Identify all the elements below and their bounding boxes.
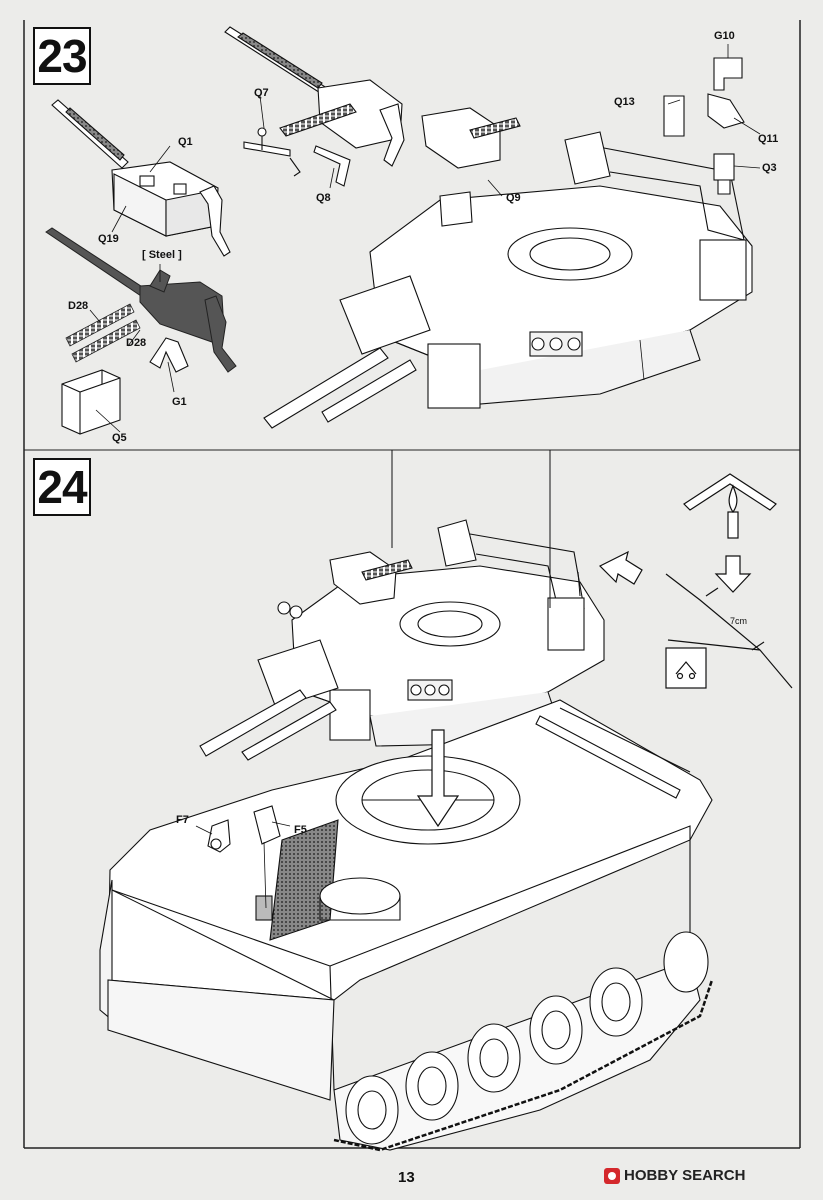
step-23-number: 23 xyxy=(33,27,91,85)
label-steel: [ Steel ] xyxy=(142,249,182,261)
label-q3: Q3 xyxy=(762,162,777,174)
leader-lines-24 xyxy=(195,821,291,909)
stretched-sprue-diagram xyxy=(665,473,793,689)
step-24-number: 24 xyxy=(33,458,91,516)
label-stretch-length: 7cm xyxy=(730,616,748,626)
label-q5: Q5 xyxy=(112,432,127,444)
page-number: 13 xyxy=(398,1169,415,1186)
watermark-logo-icon xyxy=(604,1167,620,1184)
page-frame xyxy=(23,20,801,1149)
label-f5: F5 xyxy=(294,824,307,836)
placement-arrow xyxy=(416,729,460,828)
bracket-g1 xyxy=(149,337,189,373)
label-q1: Q1 xyxy=(178,136,193,148)
ammo-box-q5 xyxy=(61,369,121,435)
label-q8: Q8 xyxy=(316,192,331,204)
ammo-belts xyxy=(65,303,141,363)
label-q13: Q13 xyxy=(614,96,635,108)
view-direction-arrow xyxy=(598,550,643,585)
leader-lines-23 xyxy=(89,44,761,433)
label-g10: G10 xyxy=(714,30,735,42)
turret-assembly-24 xyxy=(199,519,605,761)
parts-f7-f5 xyxy=(207,805,281,853)
label-q11: Q11 xyxy=(758,133,779,145)
watermark-text: HOBBY SEARCH xyxy=(624,1167,746,1184)
label-d28-lower: D28 xyxy=(126,337,147,349)
guide-lines-24 xyxy=(391,450,581,608)
parts-group-g10-q3 xyxy=(663,57,745,195)
steel-machine-gun xyxy=(45,227,237,373)
turret-assembly-23 xyxy=(263,107,753,429)
road-wheels xyxy=(333,931,714,1152)
label-q9: Q9 xyxy=(506,192,521,204)
label-q19: Q19 xyxy=(98,233,119,245)
m2-machine-gun-left xyxy=(51,99,231,257)
label-g1: G1 xyxy=(172,396,187,408)
label-q7: Q7 xyxy=(254,87,269,99)
label-f7: F7 xyxy=(176,814,189,826)
m2-machine-gun-center xyxy=(224,26,405,167)
watermark: HOBBY SEARCH xyxy=(604,1167,745,1184)
cradle-parts-q7-q8 xyxy=(243,127,351,187)
label-d28-upper: D28 xyxy=(68,300,89,312)
